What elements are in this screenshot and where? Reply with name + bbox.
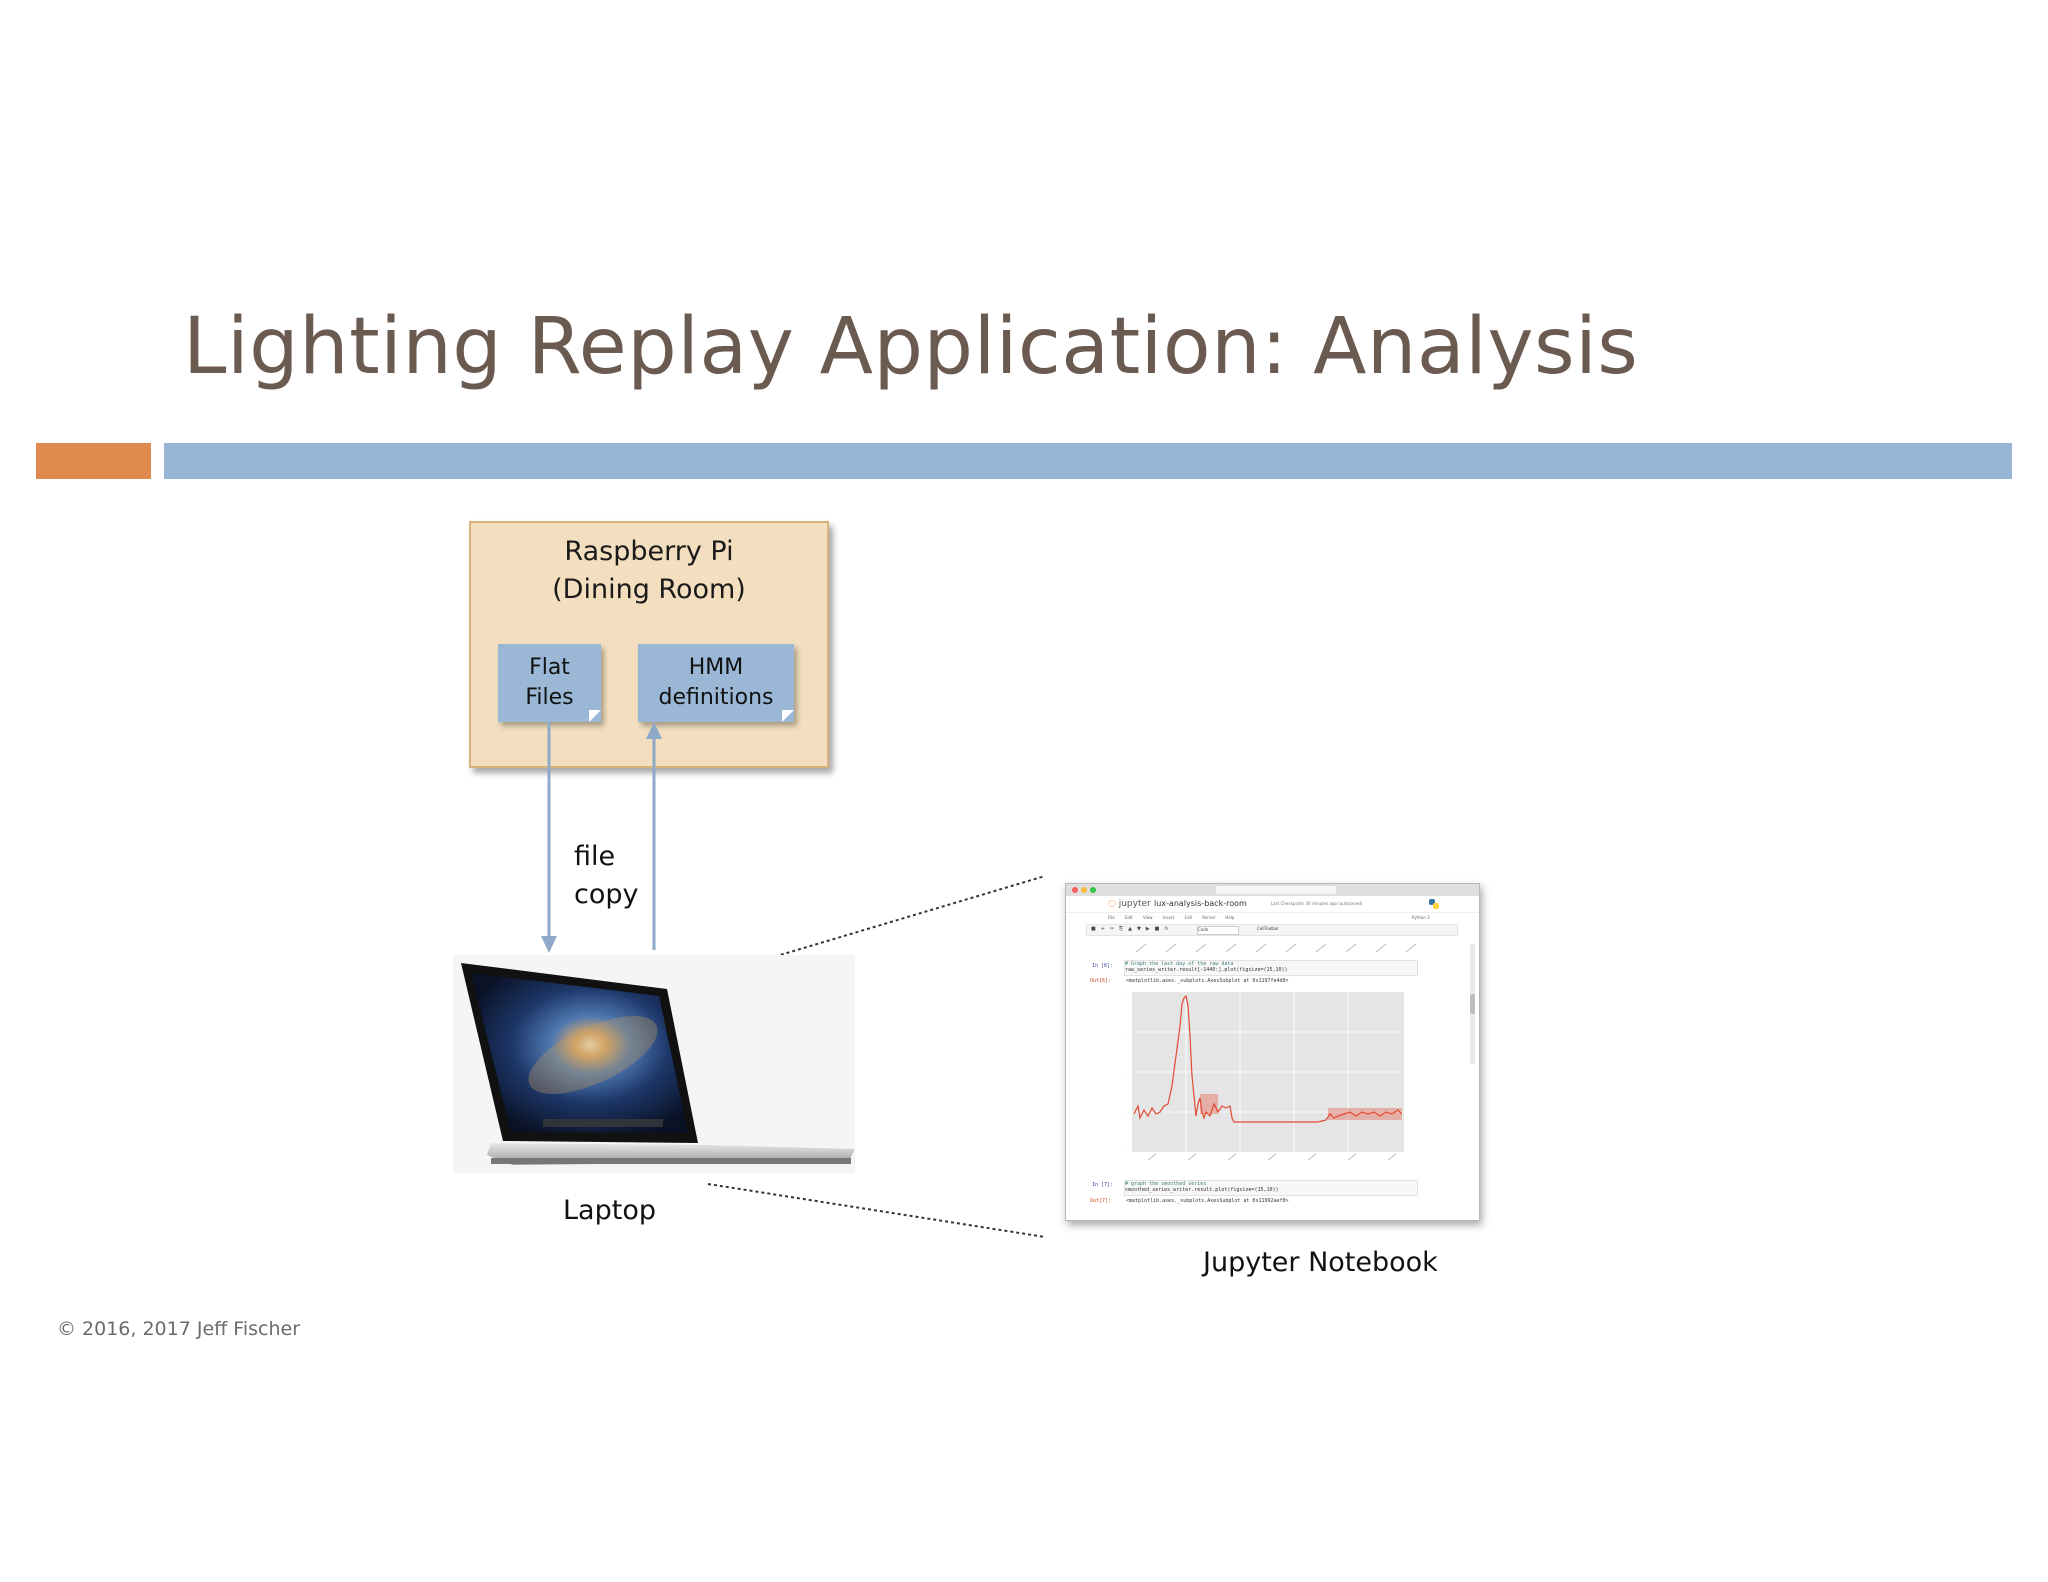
toolbar-buttons[interactable]: ■+✂⎘▲▼▶■↻ xyxy=(1091,926,1174,932)
cell-prompt-out-7: Out[7]: xyxy=(1090,1198,1112,1204)
browser-titlebar xyxy=(1066,884,1479,896)
notebook-scrollbar-thumb[interactable] xyxy=(1470,994,1475,1014)
menu-cell[interactable]: Cell xyxy=(1184,915,1193,920)
raspberry-pi-title-line1: Raspberry Pi xyxy=(564,536,734,567)
hmm-up-arrow xyxy=(646,722,662,950)
python-logo-icon xyxy=(1429,899,1439,909)
file-copy-line2: copy xyxy=(574,879,639,910)
laptop-label: Laptop xyxy=(563,1195,656,1226)
kernel-name: Python 3 xyxy=(1412,915,1430,920)
close-dot-icon xyxy=(1072,887,1078,893)
cell-prompt-in-6: In [6]: xyxy=(1092,963,1114,969)
notebook-scrollbar[interactable] xyxy=(1470,944,1475,1064)
file-copy-label: file copy xyxy=(574,838,638,914)
light-level-plot: · · · · · xyxy=(1122,992,1404,1161)
minimize-dot-icon xyxy=(1081,887,1087,893)
cell-prompt-out-6: Out[6]: xyxy=(1090,978,1112,984)
slide-title: Lighting Replay Application: Analysis xyxy=(183,302,1639,392)
plot-series-line xyxy=(1133,994,1403,1123)
note-fold-corner xyxy=(589,710,601,722)
jupyter-notebook-screenshot: ◌ jupyter lux-analysis-back-room Last Ch… xyxy=(1065,883,1480,1221)
note-fold-corner xyxy=(782,710,794,722)
jupyter-logo-mark: ◌ xyxy=(1108,899,1119,909)
svg-text:·: · xyxy=(1122,993,1123,997)
code-cell-6-line2: raw_series_writer.result[-1440:].plot(fi… xyxy=(1125,967,1288,973)
notebook-body: In [6]: # Graph the last day of the raw … xyxy=(1086,936,1466,1220)
raspberry-pi-box: Raspberry Pi (Dining Room) Flat Files HM… xyxy=(469,521,829,768)
svg-text:·: · xyxy=(1122,1111,1123,1115)
notebook-menubar: File Edit View Insert Cell Kernel Help P… xyxy=(1066,913,1479,923)
jupyter-notebook-label: Jupyter Notebook xyxy=(1203,1247,1438,1278)
menu-kernel[interactable]: Kernel xyxy=(1202,915,1215,920)
celltoolbar-button[interactable]: CellToolbar xyxy=(1257,926,1279,931)
code-cell-6[interactable]: # Graph the last day of the raw data raw… xyxy=(1124,960,1418,976)
output-7-text: <matplotlib.axes._subplots.AxesSubplot a… xyxy=(1126,1198,1289,1204)
zoom-dot-icon xyxy=(1090,887,1096,893)
file-copy-line1: file xyxy=(574,841,616,872)
copyright-notice: © 2016, 2017 Jeff Fischer xyxy=(57,1318,301,1340)
output-6-text: <matplotlib.axes._subplots.AxesSubplot a… xyxy=(1126,978,1289,984)
hmm-line2: definitions xyxy=(658,685,774,710)
url-bar xyxy=(1216,886,1336,894)
code-cell-6-line1: # Graph the last day of the raw data xyxy=(1125,961,1234,967)
menu-edit[interactable]: Edit xyxy=(1124,915,1133,920)
accent-bar-blue xyxy=(164,443,2012,479)
jupyter-logo: ◌ jupyter xyxy=(1108,899,1151,909)
hmm-line1: HMM xyxy=(688,655,744,680)
file-copy-down-arrow xyxy=(541,722,557,953)
svg-text:·: · xyxy=(1122,1071,1123,1075)
jupyter-logo-text: jupyter xyxy=(1118,899,1151,909)
code-cell-7-line1: # graph the smoothed series xyxy=(1125,1181,1207,1187)
notebook-header: ◌ jupyter lux-analysis-back-room Last Ch… xyxy=(1066,896,1479,913)
code-cell-7-line2: smoothed_series_writer.result.plot(figsi… xyxy=(1125,1187,1279,1193)
raspberry-pi-title-line2: (Dining Room) xyxy=(552,574,746,605)
menu-help[interactable]: Help xyxy=(1225,915,1235,920)
cell-type-select[interactable]: Code xyxy=(1197,926,1239,935)
code-cell-7[interactable]: # graph the smoothed series smoothed_ser… xyxy=(1124,1180,1418,1196)
svg-text:·: · xyxy=(1122,1031,1123,1035)
flat-files-note: Flat Files xyxy=(498,644,601,722)
menu-file[interactable]: File xyxy=(1108,915,1115,920)
notebook-name: lux-analysis-back-room xyxy=(1154,899,1247,908)
flat-files-line1: Flat xyxy=(529,655,570,680)
menu-insert[interactable]: Insert xyxy=(1162,915,1175,920)
raspberry-pi-title: Raspberry Pi (Dining Room) xyxy=(471,533,827,609)
flat-files-line2: Files xyxy=(525,685,574,710)
cell-prompt-in-7: In [7]: xyxy=(1092,1182,1114,1188)
menu-view[interactable]: View xyxy=(1143,915,1153,920)
accent-bar-orange xyxy=(36,443,151,479)
checkpoint-status: Last Checkpoint: 36 minutes ago (autosav… xyxy=(1271,901,1363,906)
laptop-image xyxy=(453,955,855,1173)
menu-items: File Edit View Insert Cell Kernel Help xyxy=(1108,915,1234,920)
previous-plot-xticks xyxy=(1135,943,1417,953)
hmm-definitions-note: HMM definitions xyxy=(638,644,794,722)
notebook-toolbar: ■+✂⎘▲▼▶■↻ Code CellToolbar xyxy=(1086,924,1458,936)
zoom-line-bottom xyxy=(707,1183,1046,1238)
svg-text:·: · xyxy=(1122,1149,1123,1153)
